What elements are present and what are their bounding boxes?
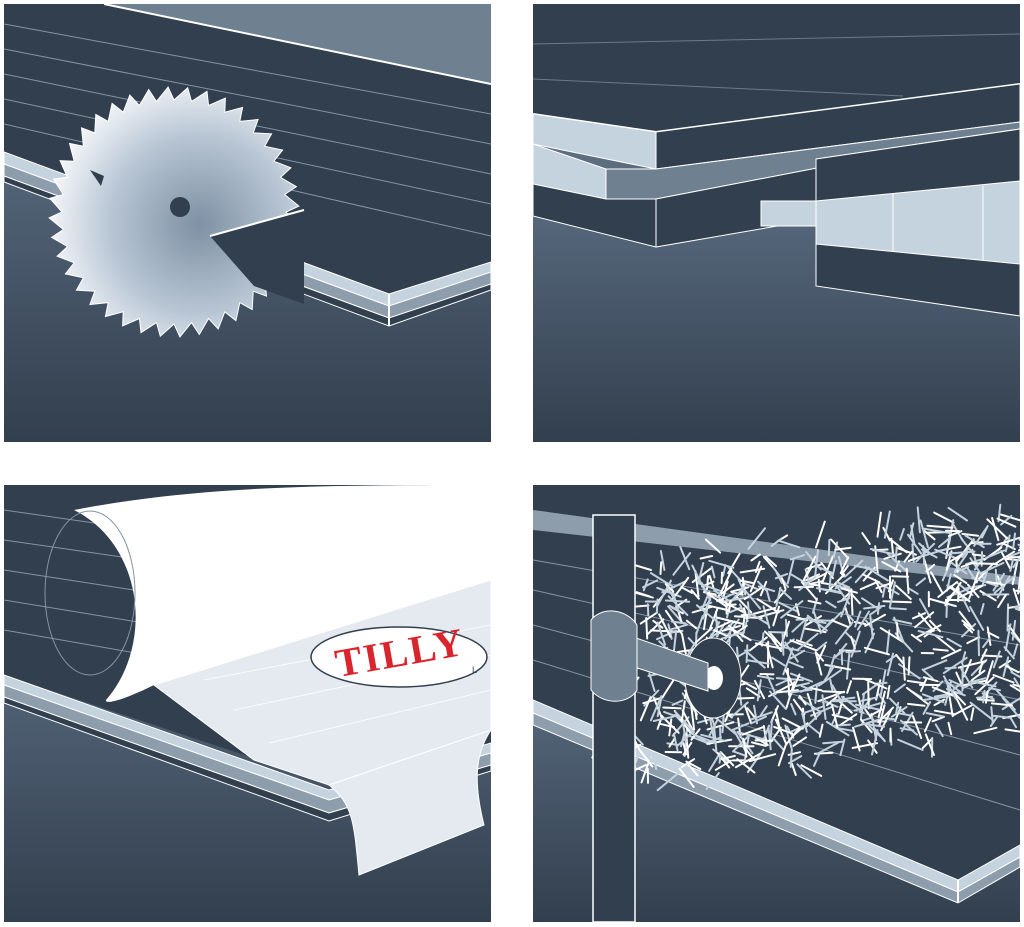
bristle — [663, 708, 680, 709]
bristle — [788, 669, 789, 696]
panel-saw-cutting — [4, 4, 491, 442]
bristle — [819, 580, 820, 592]
bristle — [823, 691, 844, 692]
bristle — [756, 740, 773, 741]
support-post — [593, 515, 635, 922]
brush-illustration — [533, 485, 1020, 922]
bristle — [720, 752, 721, 762]
saw-illustration — [4, 4, 491, 442]
post-clamp — [591, 611, 637, 701]
film-illustration — [4, 485, 491, 922]
bristle — [666, 601, 689, 602]
bristle — [978, 631, 979, 656]
bristle — [648, 604, 649, 615]
panel-brush-cleaning — [533, 485, 1020, 922]
bristle — [909, 657, 910, 674]
bristle — [791, 750, 792, 767]
bristle — [722, 573, 723, 584]
bristle — [897, 623, 898, 638]
bristle — [769, 632, 787, 633]
bristle — [842, 650, 843, 665]
bristle — [646, 618, 647, 639]
joint-illustration — [533, 4, 1020, 442]
panel-protective-film: TILLY L — [4, 485, 491, 922]
bristle — [973, 563, 998, 564]
panel-tongue-and-groove — [533, 4, 1020, 442]
bristle — [868, 682, 869, 708]
bristle — [983, 691, 984, 702]
bristle — [903, 658, 904, 680]
tongue-groove-joint-icon — [761, 201, 816, 226]
bristle — [996, 570, 997, 583]
bristle — [892, 576, 908, 577]
bristle — [748, 602, 749, 618]
bristle — [853, 679, 871, 680]
bristle — [1008, 557, 1020, 558]
bristle — [829, 540, 830, 555]
bristle — [883, 601, 910, 602]
bristle — [661, 562, 662, 574]
bristle — [783, 634, 784, 655]
logo-subtext: L — [472, 665, 477, 675]
bristle — [934, 649, 948, 650]
bristle — [890, 608, 906, 609]
bristle — [847, 651, 861, 652]
bristle — [636, 606, 648, 607]
